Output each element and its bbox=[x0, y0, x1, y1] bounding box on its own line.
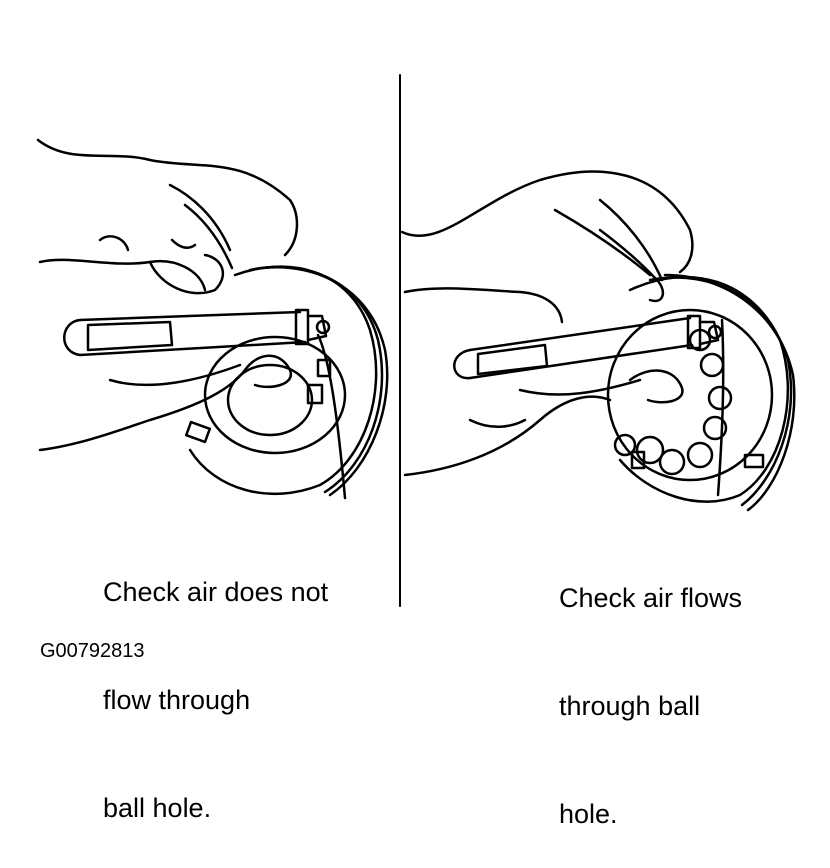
right-piston-illustration bbox=[606, 273, 796, 512]
right-caption-line: hole. bbox=[559, 799, 618, 829]
right-air-nozzle-illustration bbox=[453, 314, 723, 380]
left-piston-illustration bbox=[184, 265, 389, 500]
left-panel-caption: Check air does not flow through ball hol… bbox=[103, 502, 328, 862]
left-air-nozzle-illustration bbox=[63, 308, 331, 357]
left-caption-line: flow through bbox=[103, 685, 251, 715]
figure-id-label: G00792813 bbox=[40, 640, 145, 662]
right-hand-illustration bbox=[400, 170, 694, 477]
right-caption-line: Check air flows bbox=[559, 583, 743, 613]
right-caption-line: through ball bbox=[559, 691, 701, 721]
left-hand-illustration bbox=[36, 138, 299, 452]
left-caption-line: ball hole. bbox=[103, 793, 212, 823]
right-panel-caption: Check air flows through ball hole. bbox=[559, 508, 742, 868]
diagram-canvas bbox=[36, 74, 796, 607]
left-caption-line: Check air does not bbox=[103, 577, 329, 607]
